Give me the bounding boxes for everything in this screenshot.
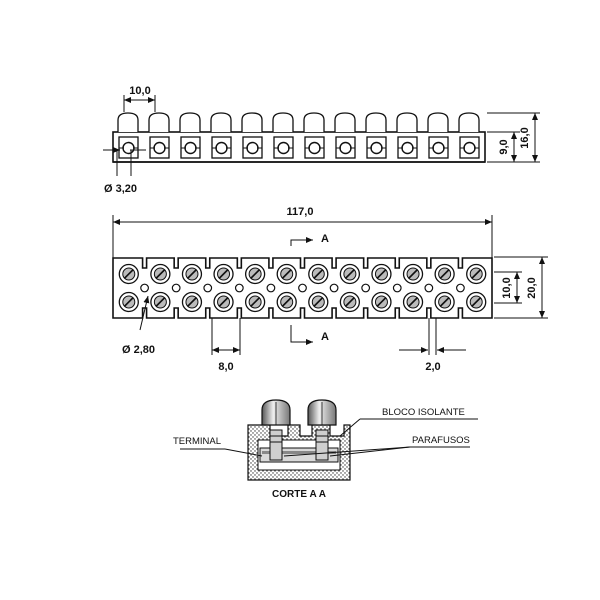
top-module-hole: [339, 141, 352, 155]
section-mark-top: A: [321, 233, 329, 245]
top-module-tower: [148, 112, 170, 132]
dim-inner-height: 10,0: [501, 277, 513, 298]
top-module: [334, 112, 356, 159]
section-screw-left: [269, 429, 283, 461]
top-module-hole: [215, 141, 228, 155]
top-module-tower: [241, 112, 263, 132]
front-mount-hole: [361, 283, 371, 293]
label-screws: PARAFUSOS: [412, 435, 470, 446]
front-view: 117,0 10,0 20,0 A A Ø 2,80 8,0 2,0: [112, 206, 548, 373]
top-module-tower: [117, 112, 139, 132]
front-module: [276, 263, 297, 313]
top-module: [272, 112, 294, 159]
top-module: [241, 112, 263, 159]
dim-spacing: 8,0: [218, 361, 233, 373]
front-mount-hole: [171, 283, 181, 293]
section-title: CORTE A A: [272, 489, 326, 500]
front-module: [150, 263, 171, 313]
front-module: [402, 263, 424, 313]
front-module: [371, 263, 392, 313]
top-module-tower: [427, 112, 449, 132]
dim-hole-front: Ø 2,80: [122, 344, 155, 356]
top-module: [117, 112, 139, 159]
label-terminal: TERMINAL: [173, 436, 221, 447]
front-mount-hole: [424, 283, 434, 293]
front-module: [181, 263, 203, 313]
top-module-hole: [277, 141, 290, 155]
dim-outer-height: 20,0: [526, 277, 538, 298]
top-module-tower: [303, 112, 325, 132]
label-block: BLOCO ISOLANTE: [382, 407, 465, 418]
front-module: [308, 263, 329, 313]
top-module-hole: [370, 141, 383, 155]
top-module-tower: [334, 112, 356, 132]
top-module-hole: [246, 141, 259, 155]
top-module: [303, 112, 325, 159]
top-module-tower: [272, 112, 294, 132]
front-module: [339, 263, 361, 313]
front-module: [244, 263, 266, 313]
top-module: [210, 112, 232, 159]
front-mount-hole: [140, 283, 149, 293]
top-module-tower: [396, 112, 418, 132]
top-module-hole: [184, 141, 197, 155]
top-module: [365, 112, 387, 159]
front-module: [118, 263, 139, 313]
dim-height-body: 9,0: [498, 139, 510, 154]
dim-height-total: 16,0: [519, 127, 531, 148]
front-mount-hole: [456, 283, 465, 293]
top-module: [427, 112, 449, 159]
top-module: [179, 112, 201, 159]
dim-length: 117,0: [287, 206, 314, 218]
top-module-tower: [179, 112, 201, 132]
front-mount-hole: [329, 283, 339, 293]
top-module-hole: [153, 141, 166, 155]
front-mount-hole: [392, 283, 402, 293]
top-module-hole: [308, 141, 321, 155]
top-module: [458, 112, 480, 159]
front-mount-hole: [266, 283, 276, 293]
front-module: [466, 263, 487, 313]
top-view: 10,0 9,0 16,0 Ø 3,20: [103, 85, 540, 195]
section-view: TERMINAL BLOCO ISOLANTE PARAFUSOS CORTE …: [173, 399, 478, 500]
front-mount-hole: [203, 283, 213, 293]
top-module-tower: [458, 112, 480, 132]
top-module-tower: [365, 112, 387, 132]
section-mark-bottom: A: [321, 331, 329, 343]
top-module-hole: [401, 141, 414, 155]
top-module: [396, 112, 418, 159]
front-module: [213, 263, 234, 313]
dim-hole-top: Ø 3,20: [104, 183, 137, 195]
top-module-hole: [122, 141, 135, 155]
front-module: [434, 263, 455, 313]
front-view-body: [112, 257, 493, 319]
front-mount-hole: [234, 283, 244, 293]
dim-pitch: 10,0: [129, 85, 150, 97]
section-screw-right: [315, 429, 329, 461]
top-module-hole: [463, 141, 476, 155]
dim-gap: 2,0: [425, 361, 440, 373]
top-module: [148, 112, 170, 159]
front-mount-hole: [298, 283, 307, 293]
top-module-tower: [210, 112, 232, 132]
top-module-hole: [432, 141, 445, 155]
